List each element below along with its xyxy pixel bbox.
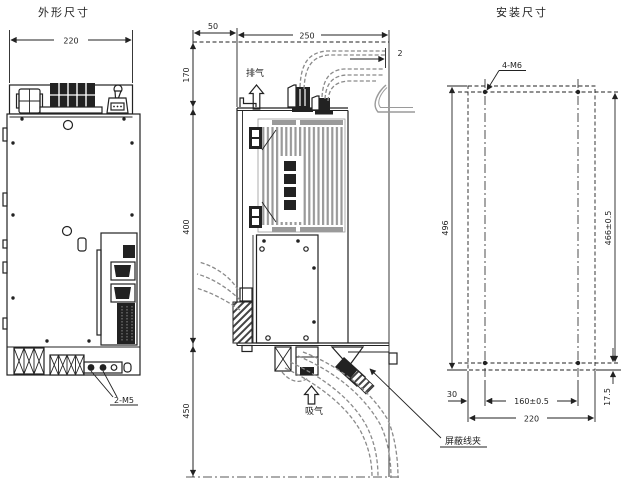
- side-top-cables: [299, 50, 385, 102]
- intake-callout: 吸气: [303, 385, 323, 417]
- front-panel-details: [11, 117, 138, 346]
- side-depth-dimension: 250: [237, 32, 389, 41]
- front-top-terminals: [15, 83, 129, 114]
- bottom-offset-label: 17.5: [603, 388, 612, 406]
- front-screw-label: 2-M5: [114, 396, 134, 405]
- exhaust-label: 排气: [246, 67, 264, 79]
- outline-title: 外形尺寸: [38, 5, 90, 19]
- side-top-connectors: [287, 84, 333, 115]
- overall-height-dimension: 496: [441, 85, 467, 371]
- mounting-title: 安装尺寸: [496, 5, 548, 19]
- mounting-width-label: 220: [524, 415, 539, 424]
- side-bottom-clearance-label: 450: [182, 403, 191, 418]
- side-heatsink: [249, 118, 346, 233]
- bottom-offset-dimension: 17.5: [596, 348, 621, 406]
- side-lower-panel: [195, 234, 319, 344]
- side-depth-label: 250: [299, 32, 314, 41]
- front-screw-callout: 2-M5: [90, 370, 138, 406]
- mounting-hole: [482, 89, 488, 95]
- mounting-hole: [575, 360, 581, 366]
- horizontal-pitch-label: 160±0.5: [514, 397, 549, 406]
- front-width-label: 220: [63, 37, 78, 46]
- shield-clamp-callout: 屏蔽线夹: [369, 368, 487, 448]
- mounting-view-drawing: 4-M6 496 466±0.5 17.5 30: [441, 61, 621, 424]
- mounting-hole: [482, 360, 488, 366]
- hole-spec-callout: 4-M6: [486, 61, 526, 91]
- side-vertical-dimensions: 170 400 450: [182, 42, 197, 477]
- hole-spec-label: 4-M6: [502, 61, 522, 70]
- exhaust-arrow-icon: [248, 84, 265, 110]
- mounting-hole: [575, 89, 581, 95]
- front-width-dimension: 220: [9, 30, 133, 83]
- overall-height-label: 496: [441, 220, 450, 235]
- mounting-width-dimension: 220: [468, 415, 595, 424]
- exhaust-callout: 排气: [246, 67, 265, 110]
- front-view-drawing: 220: [2, 30, 141, 406]
- side-gap-dimension: 50: [193, 22, 237, 37]
- side-wall-gap-dimension: 2: [350, 48, 403, 68]
- left-offset-dimension: 30: [447, 390, 504, 405]
- horizontal-pitch-dimension: 160±0.5: [485, 397, 578, 406]
- front-bottom-terminals: [7, 346, 140, 376]
- side-top-clearance-label: 170: [182, 67, 191, 82]
- shield-clamp-label: 屏蔽线夹: [445, 435, 481, 447]
- side-bottom-area: [241, 344, 399, 479]
- left-offset-label: 30: [447, 390, 457, 399]
- vertical-pitch-dimension: 466±0.5: [604, 92, 619, 363]
- side-view-drawing: 50 250 2 170 400 450 排气: [182, 22, 487, 479]
- side-height-label: 400: [182, 219, 191, 234]
- side-wall-gap-label: 2: [397, 49, 402, 58]
- vertical-pitch-label: 466±0.5: [604, 211, 613, 246]
- side-gap-label: 50: [208, 22, 218, 31]
- mounting-outline: [467, 85, 596, 371]
- intake-label: 吸气: [305, 405, 323, 417]
- intake-arrow-icon: [303, 385, 320, 405]
